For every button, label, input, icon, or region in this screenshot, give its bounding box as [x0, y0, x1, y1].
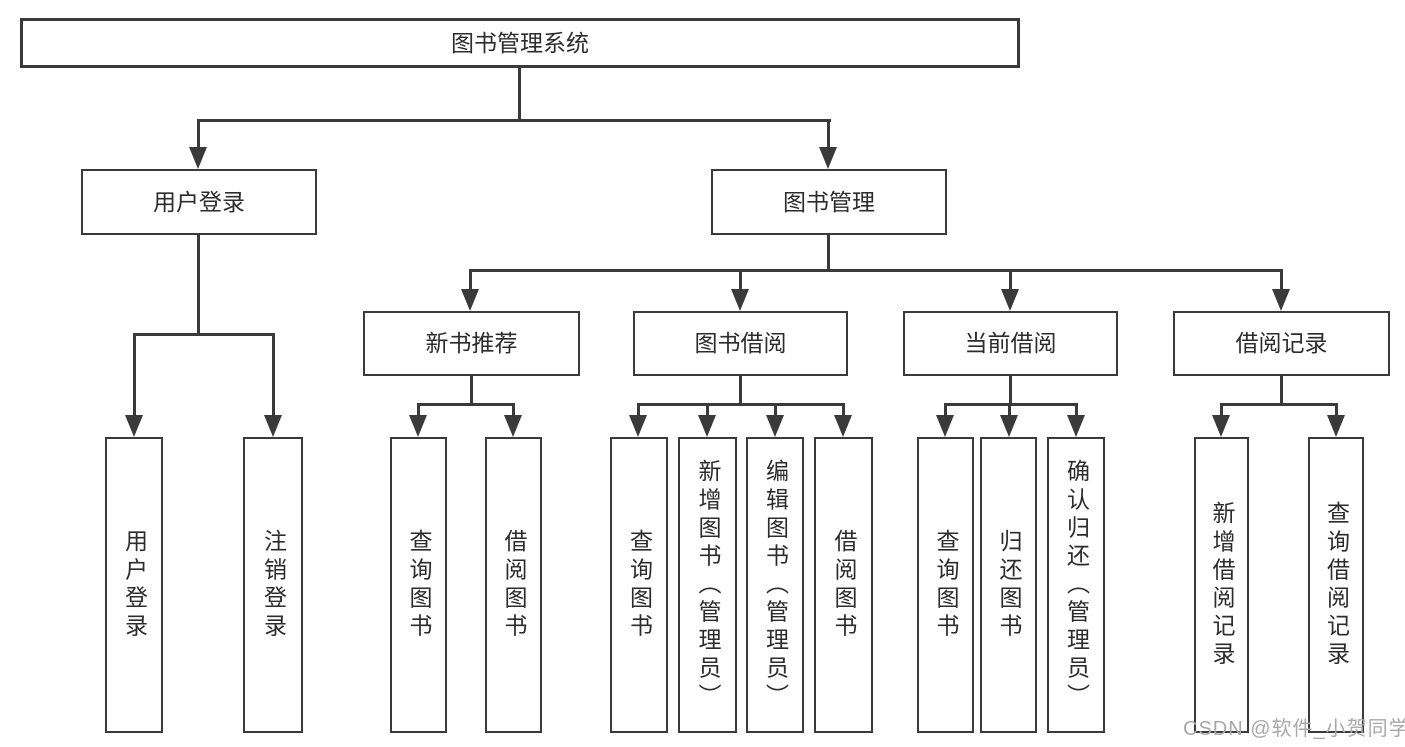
edge-to-book-mgmt: [827, 119, 830, 149]
arrow-down-leaf: [1067, 415, 1085, 437]
edge-book-mgmt-rail: [469, 269, 1282, 272]
edge-book-borrow-rail: [637, 403, 845, 406]
edge-current-borrow-stem: [1009, 376, 1012, 406]
leaf-user-login: 用户登录: [105, 437, 163, 733]
node-label: 归还图书: [996, 528, 1022, 642]
edge-to-leaf: [1075, 403, 1078, 416]
leaf-borrow-books-recommend: 借阅图书: [485, 437, 542, 733]
node-label: 查询借阅记录: [1323, 500, 1350, 670]
leaf-logout: 注销登录: [243, 437, 303, 733]
node-label: 查询图书: [626, 528, 653, 642]
edge-user-login-stem: [197, 235, 200, 336]
node-label: 新增借阅记录: [1209, 500, 1235, 670]
node-label: 借阅图书: [831, 528, 857, 642]
node-label: 确认归还（管理员）: [1063, 458, 1090, 712]
arrow-down-leaf-user-login: [125, 415, 143, 437]
node-label: 当前借阅: [964, 330, 1057, 356]
node-new-book-recommend: 新书推荐: [363, 311, 580, 376]
arrow-down-leaf: [1000, 415, 1018, 437]
edge-to-leaf-user-login: [133, 333, 136, 416]
edge-to-current-borrow: [1009, 269, 1012, 291]
leaf-query-books-borrowing: 查询图书: [610, 437, 668, 733]
leaf-edit-books-admin: 编辑图书（管理员）: [746, 437, 804, 733]
edge-new-book-stem: [470, 376, 473, 406]
arrow-down-leaf: [766, 415, 784, 437]
node-label: 编辑图书（管理员）: [762, 458, 789, 712]
edge-to-leaf: [706, 403, 709, 416]
edge-to-leaf: [512, 403, 515, 416]
node-label: 图书借阅: [694, 330, 787, 356]
edge-to-leaf: [1220, 403, 1223, 416]
edge-to-leaf: [417, 403, 420, 416]
node-user-login: 用户登录: [81, 169, 317, 235]
edge-book-mgmt-stem: [827, 235, 830, 272]
edge-to-leaf: [944, 403, 947, 416]
node-label: 用户登录: [121, 528, 148, 642]
leaf-query-books-current: 查询图书: [917, 437, 974, 733]
arrow-down-leaf: [698, 415, 716, 437]
edge-new-book-rail: [417, 403, 515, 406]
node-label: 查询图书: [406, 528, 432, 642]
edge-root-rail: [197, 119, 831, 122]
csdn-watermark: CSDN @软件_小贺同学: [1183, 718, 1405, 740]
node-borrow-records: 借阅记录: [1173, 311, 1390, 376]
leaf-return-books: 归还图书: [980, 437, 1037, 733]
edge-book-borrow-stem: [739, 376, 742, 406]
edge-to-book-borrow: [739, 269, 742, 291]
node-library-management-system: 图书管理系统: [20, 18, 1020, 68]
node-label: 查询图书: [933, 528, 959, 642]
leaf-confirm-return-admin: 确认归还（管理员）: [1047, 437, 1105, 733]
node-label: 图书管理系统: [451, 29, 589, 56]
edge-to-leaf: [1335, 403, 1338, 416]
edge-borrow-record-rail: [1220, 403, 1337, 406]
leaf-query-borrow-record: 查询借阅记录: [1308, 437, 1364, 733]
node-label: 借阅图书: [501, 528, 527, 642]
leaf-borrow-books: 借阅图书: [814, 437, 873, 733]
edge-root-stem: [518, 68, 521, 121]
leaf-add-borrow-record: 新增借阅记录: [1194, 437, 1249, 733]
arrow-down-book-borrow: [731, 289, 749, 311]
arrow-down-current-borrow: [1001, 289, 1019, 311]
edge-to-leaf: [774, 403, 777, 416]
node-label: 图书管理: [783, 188, 875, 215]
node-book-borrowing: 图书借阅: [633, 311, 848, 376]
node-label: 借阅记录: [1235, 330, 1328, 356]
arrow-down-leaf: [409, 415, 427, 437]
arrow-down-borrow-record: [1272, 289, 1290, 311]
arrow-down-leaf: [936, 415, 954, 437]
arrow-down-leaf: [504, 415, 522, 437]
edge-to-leaf: [637, 403, 640, 416]
arrow-down-leaf-logout: [264, 415, 282, 437]
node-book-management: 图书管理: [711, 169, 947, 235]
node-current-borrowing: 当前借阅: [903, 311, 1118, 376]
arrow-down-user-login: [189, 147, 207, 169]
node-label: 新增图书（管理员）: [695, 458, 721, 712]
node-label: 新书推荐: [425, 330, 518, 356]
arrow-down-leaf: [1212, 415, 1230, 437]
arrow-down-leaf: [1327, 415, 1345, 437]
edge-borrow-record-stem: [1280, 376, 1283, 406]
node-label: 用户登录: [153, 188, 245, 215]
leaf-add-books-admin: 新增图书（管理员）: [678, 437, 737, 733]
leaf-query-books-recommend: 查询图书: [390, 437, 447, 733]
arrow-down-book-mgmt: [819, 147, 837, 169]
edge-to-leaf: [842, 403, 845, 416]
edge-to-new-book-rec: [469, 269, 472, 291]
edge-to-leaf-logout: [272, 333, 275, 416]
arrow-down-new-book-rec: [461, 289, 479, 311]
arrow-down-leaf: [629, 415, 647, 437]
arrow-down-leaf: [834, 415, 852, 437]
edge-to-leaf: [1008, 403, 1011, 416]
edge-to-borrow-record: [1280, 269, 1283, 291]
edge-current-borrow-rail: [944, 403, 1078, 406]
edge-to-user-login: [197, 119, 200, 149]
edge-user-login-rail: [133, 333, 275, 336]
node-label: 注销登录: [260, 528, 287, 642]
